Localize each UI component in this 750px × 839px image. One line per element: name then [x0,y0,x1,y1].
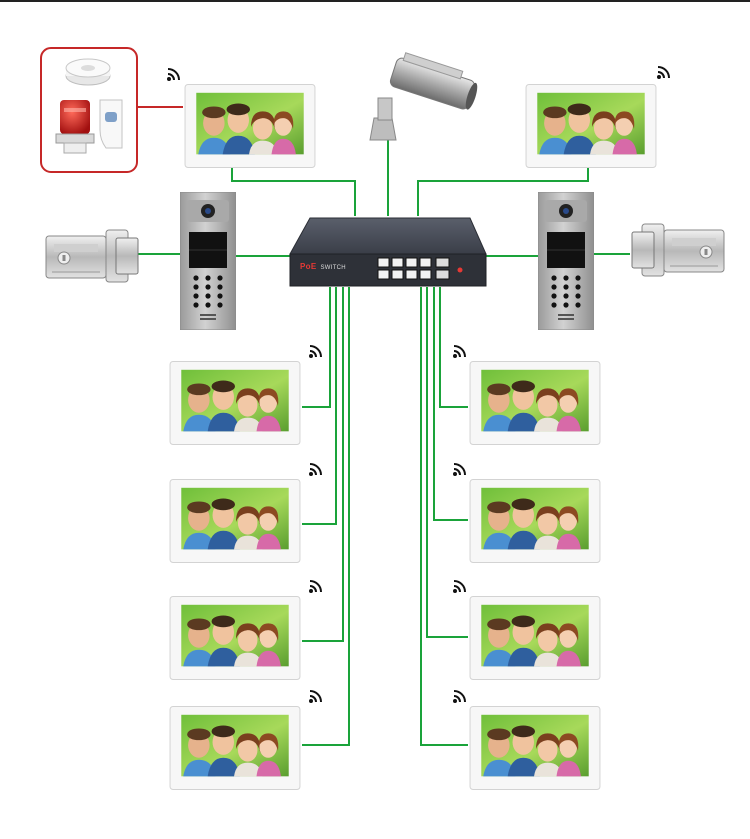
wifi-icon [452,345,466,359]
wire-right-monitor-3 [426,287,468,638]
switch-uplink-port [435,257,450,268]
wifi-icon [656,66,670,80]
switch-port [377,269,390,280]
monitor-left-1 [169,361,301,445]
wifi-icon [308,690,322,704]
electric-lock-icon [45,229,139,283]
switch-port [419,257,432,268]
switch-port [377,257,390,268]
wifi-icon [308,580,322,594]
switch-port [419,269,432,280]
cctv-camera-icon [369,52,478,141]
door-station-icon [180,192,236,330]
monitor-top-left [184,84,316,168]
monitor-right-2 [469,479,601,563]
wifi-icon [452,463,466,477]
monitor-left-3 [169,596,301,680]
alarm-group [40,47,138,173]
wire-top-left-monitor [231,168,356,216]
monitor-right-3 [469,596,601,680]
wifi-icon [452,580,466,594]
switch-uplink-port [435,269,450,280]
wire-left-monitor-2 [302,287,337,525]
wifi-icon [308,345,322,359]
top-border [0,0,750,2]
wire-top-right-monitor [417,168,589,216]
wire-right-monitor-1 [439,287,468,408]
wire-right-monitor-4 [420,287,468,746]
monitor-left-2 [169,479,301,563]
electric-lock-icon [631,223,725,277]
wires [137,106,630,746]
switch-port [405,269,418,280]
monitor-left-4 [169,706,301,790]
switch-port [391,257,404,268]
wire-left-monitor-4 [302,287,350,746]
poe-switch [289,217,487,287]
monitor-right-1 [469,361,601,445]
switch-ports [377,257,463,280]
smoke-detector-icon [65,58,111,86]
monitor-top-right [525,84,657,168]
switch-power-led [457,267,463,273]
siren-icon [55,100,95,154]
wifi-icon [452,690,466,704]
door-station-icon [538,192,594,330]
wire-left-monitor-1 [302,287,331,408]
switch-port [391,269,404,280]
monitor-right-4 [469,706,601,790]
switch-port [405,257,418,268]
switch-brand-text: SWITCH [320,265,346,271]
switch-brand-prefix: PoE [300,262,317,271]
wire-left-monitor-3 [302,287,344,642]
wifi-icon [166,68,180,82]
wire-right-monitor-2 [433,287,468,521]
motion-sensor-icon [99,99,123,149]
wifi-icon [308,463,322,477]
